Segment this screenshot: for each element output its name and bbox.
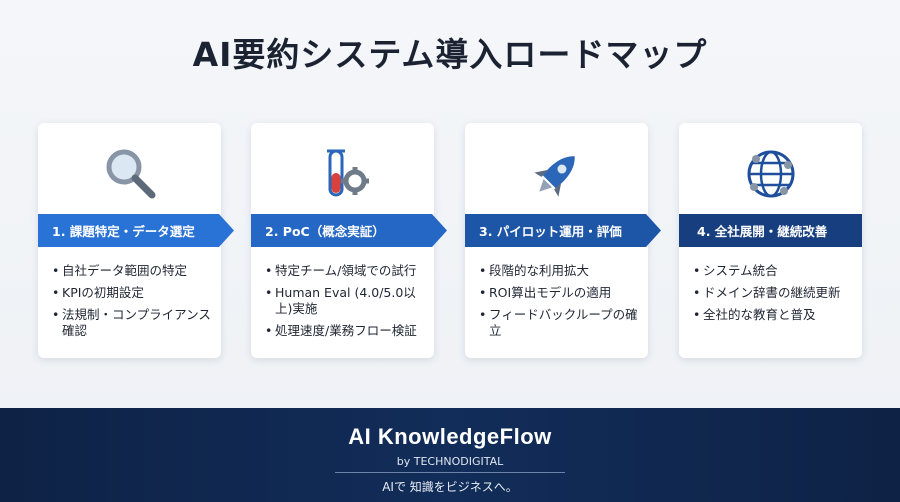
step-label: 1. 課題特定・データ選定	[38, 214, 234, 247]
list-item: 段階的な利用拡大	[479, 263, 640, 279]
footer: AI KnowledgeFlow by TECHNODIGITAL AIで 知識…	[0, 408, 900, 502]
step-card-2: 2. PoC（概念実証） 特定チーム/領域での試行 Human Eval (4.…	[251, 123, 447, 358]
list-item: 処理速度/業務フロー検証	[265, 323, 426, 339]
list-item: 自社データ範囲の特定	[52, 263, 213, 279]
page-title: AI要約システム導入ロードマップ	[192, 35, 708, 74]
step-label: 4. 全社展開・継続改善	[679, 214, 862, 247]
globe-network-icon	[679, 143, 862, 205]
step-items: 自社データ範囲の特定 KPIの初期設定 法規制・コンプライアンス確認	[52, 263, 213, 345]
step-label: 3. パイロット運用・評価	[465, 214, 661, 247]
brand-tagline: AIで 知識をビジネスへ。	[382, 480, 518, 494]
roadmap: 1. 課題特定・データ選定 自社データ範囲の特定 KPIの初期設定 法規制・コン…	[38, 123, 862, 358]
step-items: システム統合 ドメイン辞書の継続更新 全社的な教育と普及	[693, 263, 854, 329]
list-item: ドメイン辞書の継続更新	[693, 285, 854, 301]
list-item: Human Eval (4.0/5.0以上)実施	[265, 285, 426, 317]
step-items: 特定チーム/領域での試行 Human Eval (4.0/5.0以上)実施 処理…	[265, 263, 426, 345]
footer-divider	[335, 472, 565, 473]
rocket-icon	[465, 143, 648, 205]
step-card-4: 4. 全社展開・継続改善 システム統合 ドメイン辞書の継続更新 全社的な教育と普…	[679, 123, 862, 358]
test-tube-gear-icon	[251, 143, 434, 205]
brand-name: AI KnowledgeFlow	[348, 424, 552, 449]
list-item: KPIの初期設定	[52, 285, 213, 301]
list-item: フィードバックループの確立	[479, 307, 640, 339]
step-card-1: 1. 課題特定・データ選定 自社データ範囲の特定 KPIの初期設定 法規制・コン…	[38, 123, 234, 358]
magnifier-icon	[38, 143, 221, 205]
list-item: システム統合	[693, 263, 854, 279]
list-item: 法規制・コンプライアンス確認	[52, 307, 213, 339]
list-item: 特定チーム/領域での試行	[265, 263, 426, 279]
list-item: 全社的な教育と普及	[693, 307, 854, 323]
step-label: 2. PoC（概念実証）	[251, 214, 447, 247]
step-card-3: 3. パイロット運用・評価 段階的な利用拡大 ROI算出モデルの適用 フィードバ…	[465, 123, 661, 358]
brand-byline: by TECHNODIGITAL	[396, 455, 504, 468]
step-items: 段階的な利用拡大 ROI算出モデルの適用 フィードバックループの確立	[479, 263, 640, 345]
list-item: ROI算出モデルの適用	[479, 285, 640, 301]
